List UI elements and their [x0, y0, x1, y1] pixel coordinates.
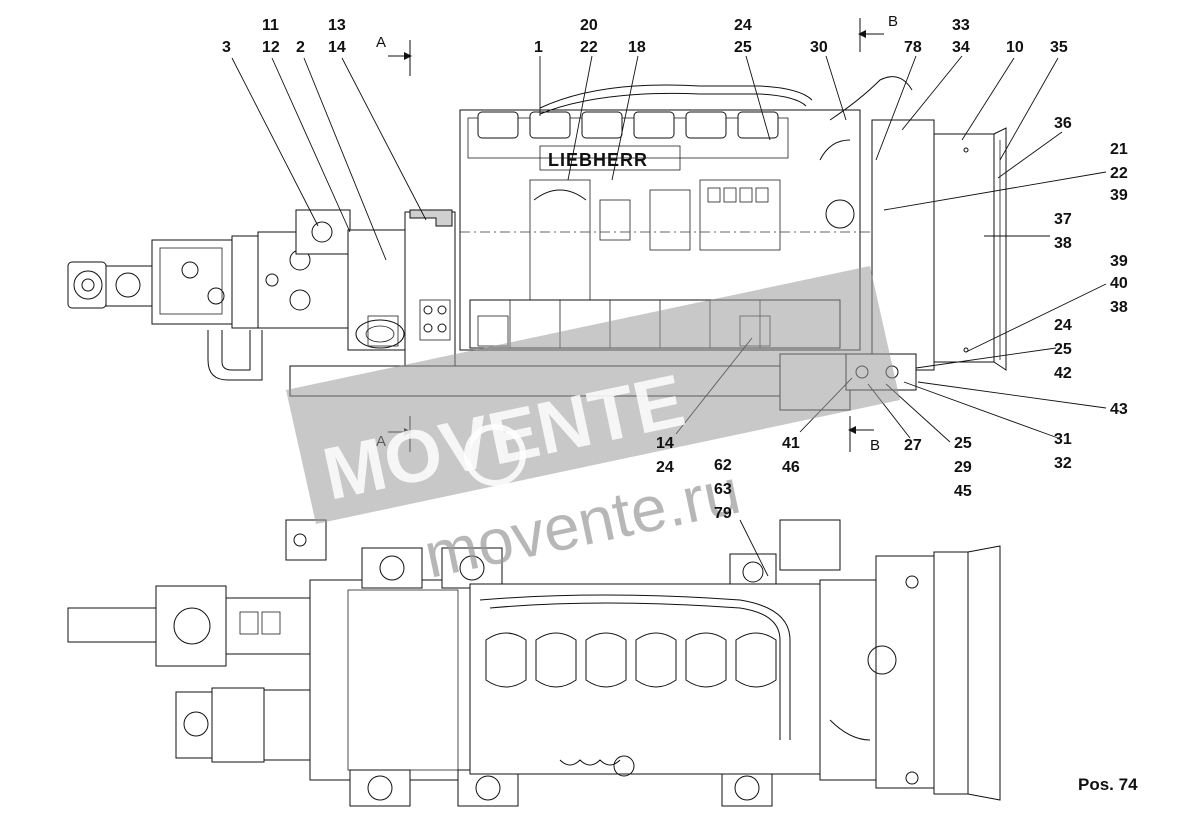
watermark-bearing-icon	[464, 424, 526, 486]
section-marker-b-bottom: B	[848, 416, 880, 454]
callout-31: 31	[1054, 431, 1072, 448]
callout-29: 29	[954, 459, 972, 476]
callout-38: 38	[1054, 235, 1072, 252]
callout-10: 10	[1006, 39, 1024, 56]
section-label-b: B	[888, 13, 898, 30]
callout-40: 40	[1110, 275, 1128, 292]
callout-63: 63	[714, 481, 732, 498]
callout-38b: 38	[1110, 299, 1128, 316]
callout-18: 18	[628, 39, 646, 56]
callout-30: 30	[810, 39, 828, 56]
radiator-top	[779, 519, 1001, 801]
callout-14b: 14	[656, 435, 674, 452]
callout-32: 32	[1054, 455, 1072, 472]
engine-top-view	[67, 519, 1001, 807]
callout-13: 13	[328, 17, 346, 34]
callout-62: 62	[714, 457, 732, 474]
callout-36: 36	[1054, 115, 1072, 132]
watermark: MOVENTE movente.ru	[286, 266, 900, 592]
callout-24c: 24	[656, 459, 674, 476]
callout-3: 3	[222, 39, 231, 56]
callout-11: 11	[262, 17, 279, 34]
leader-lines	[231, 55, 1107, 577]
callout-22b: 22	[1110, 165, 1128, 182]
callout-34: 34	[952, 39, 970, 56]
section-label-b-lower: B	[870, 437, 880, 454]
callout-46: 46	[782, 459, 800, 476]
base-frame-top	[309, 547, 777, 807]
section-label-a: A	[376, 34, 386, 51]
callout-79: 79	[714, 505, 732, 522]
callout-43: 43	[1110, 401, 1128, 418]
callout-25: 25	[734, 39, 752, 56]
callout-33: 33	[952, 17, 970, 34]
callout-22: 22	[580, 39, 598, 56]
callout-12: 12	[262, 39, 280, 56]
callout-41: 41	[782, 435, 800, 452]
engine-brand-label: LIEBHERR	[548, 150, 648, 170]
callout-20: 20	[580, 17, 598, 34]
callout-37: 37	[1054, 211, 1072, 228]
callout-25b: 25	[1054, 341, 1072, 358]
callout-24b: 24	[1054, 317, 1072, 334]
callout-2: 2	[296, 39, 305, 56]
section-marker-b-top: B	[858, 13, 898, 52]
callout-14: 14	[328, 39, 346, 56]
flywheel-housing	[347, 209, 456, 369]
callout-24: 24	[734, 17, 752, 34]
callout-42: 42	[1054, 365, 1072, 382]
callout-1: 1	[534, 39, 543, 56]
callout-27: 27	[904, 437, 922, 454]
section-marker-a-top: A	[376, 34, 412, 76]
callout-39b: 39	[1110, 253, 1128, 270]
cylinder-heads-top	[469, 583, 831, 777]
hydraulic-pump-side	[67, 209, 351, 381]
callout-78: 78	[904, 39, 922, 56]
callout-39: 39	[1110, 187, 1128, 204]
callout-21: 21	[1110, 141, 1128, 158]
hydraulic-pump-top	[67, 519, 327, 763]
callout-45: 45	[954, 483, 972, 500]
position-label: Pos. 74	[1078, 775, 1138, 794]
callout-labels: 11 12 13 14 3 2 20 22 1 18 24 25 30 78 3…	[222, 17, 1128, 522]
callout-25c: 25	[954, 435, 972, 452]
callout-35: 35	[1050, 39, 1068, 56]
